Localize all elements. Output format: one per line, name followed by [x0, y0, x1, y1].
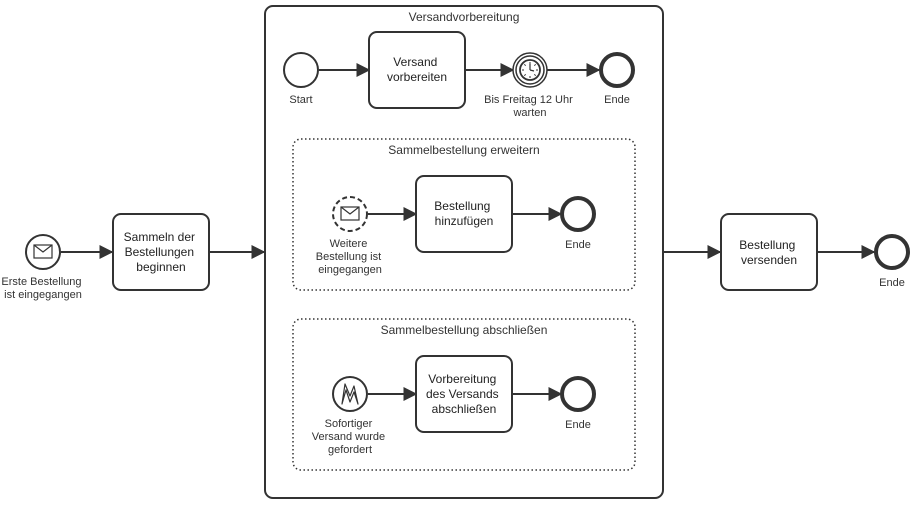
start-event-inner-label: Start: [289, 94, 312, 106]
task-sammeln[interactable]: [112, 213, 210, 291]
envelope-icon: [340, 206, 360, 221]
task-versenden[interactable]: [720, 213, 818, 291]
end-event-outer-label: Ende: [879, 277, 905, 289]
non-interrupting-message-start-event[interactable]: [332, 196, 368, 232]
subprocess-versandvorbereitung-title: Versandvorbereitung: [409, 10, 520, 24]
event-subprocess-abschliessen-title: Sammelbestellung abschließen: [381, 323, 548, 337]
task-abschliessen-label: Vorbereitung des Versands abschließen: [426, 372, 502, 416]
envelope-icon: [33, 244, 53, 259]
task-hinzufuegen-label: Bestellung hinzufügen: [434, 199, 493, 228]
signal-start-event-label: Sofortiger Versand wurde gefordert: [312, 418, 388, 456]
end-event-inner-1-label: Ende: [604, 94, 630, 106]
task-vorbereiten-label: Versand vorbereiten: [387, 55, 447, 84]
timer-event[interactable]: [512, 52, 548, 88]
task-vorbereiten[interactable]: [368, 31, 466, 109]
lightning-icon: [341, 383, 359, 405]
end-event-inner-2[interactable]: [560, 196, 596, 232]
end-event-inner-3-label: Ende: [565, 419, 591, 431]
msg-start-event-label: Weitere Bestellung ist eingegangen: [316, 238, 385, 276]
task-versenden-label: Bestellung versenden: [739, 238, 798, 267]
end-event-inner-1[interactable]: [599, 52, 635, 88]
end-event-inner-3[interactable]: [560, 376, 596, 412]
task-sammeln-label: Sammeln der Bestellungen beginnen: [124, 230, 199, 274]
task-abschliessen[interactable]: [415, 355, 513, 433]
end-event-outer[interactable]: [874, 234, 910, 270]
event-subprocess-erweitern-title: Sammelbestellung erweitern: [388, 143, 539, 157]
timer-event-label: Bis Freitag 12 Uhr warten: [484, 94, 576, 119]
start-event-inner[interactable]: [283, 52, 319, 88]
start-event-erste-bestellung[interactable]: [25, 234, 61, 270]
clock-icon: [519, 59, 541, 81]
signal-start-event[interactable]: [332, 376, 368, 412]
start-event-erste-bestellung-label: Erste Bestellung ist eingegangen: [1, 276, 84, 301]
end-event-inner-2-label: Ende: [565, 239, 591, 251]
task-hinzufuegen[interactable]: [415, 175, 513, 253]
